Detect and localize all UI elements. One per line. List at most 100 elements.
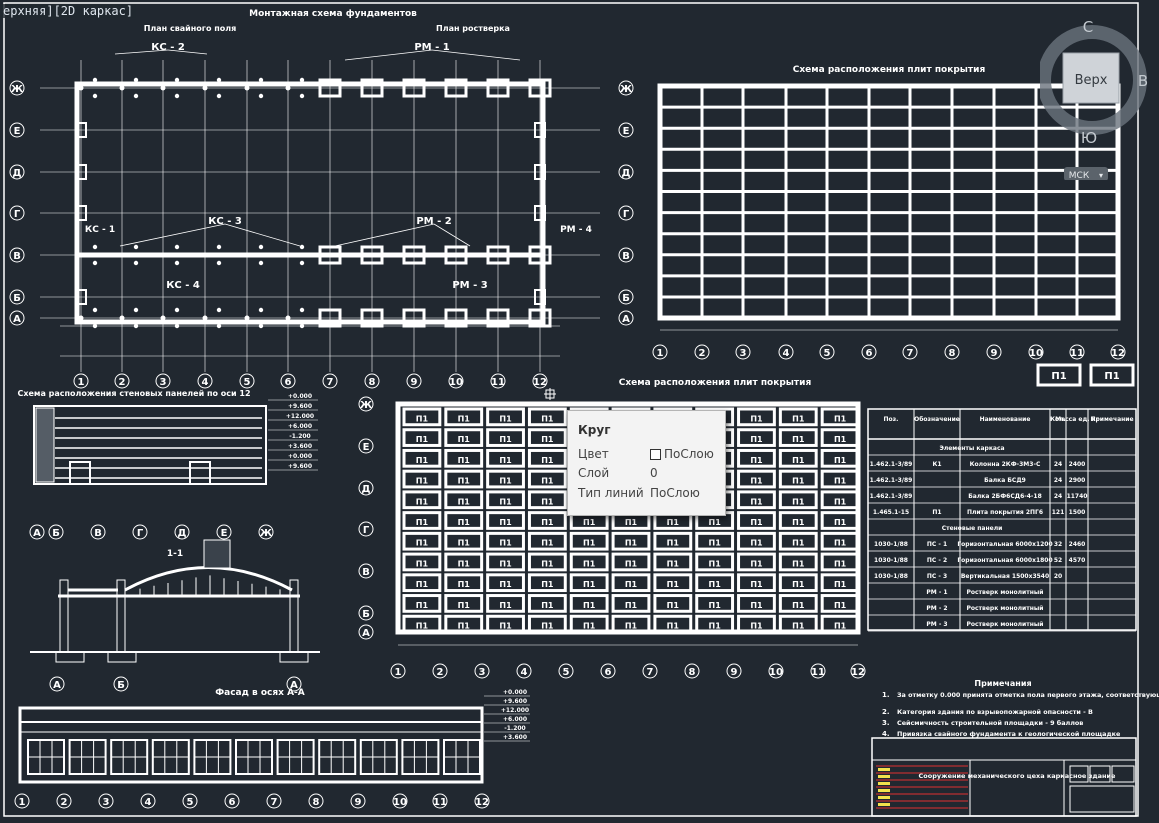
slab-panel xyxy=(527,511,567,530)
axis-label: Д xyxy=(13,168,22,179)
stamp-title: Сооружение механического цеха каркасное … xyxy=(919,772,1117,780)
slab-panel xyxy=(444,614,484,634)
axis-label: 5 xyxy=(187,797,194,808)
pile-dot xyxy=(299,260,305,266)
pile-dot xyxy=(133,77,139,83)
badge-frame xyxy=(1036,363,1082,387)
note-number: 3. xyxy=(882,719,890,727)
pile-dot xyxy=(174,260,180,266)
chevron-down-icon[interactable]: ▾ xyxy=(1099,171,1103,180)
viewcube[interactable]: Верх С Ю В З МСК ▾ xyxy=(1026,18,1159,181)
tooltip-title: Круг xyxy=(578,423,611,437)
axis-bubble-number xyxy=(735,344,751,360)
level-mark: -1.200 xyxy=(289,433,310,440)
slab-panel xyxy=(778,594,818,613)
wcs-menu[interactable] xyxy=(1064,167,1108,181)
slab-panel-label: П1 xyxy=(667,622,680,631)
viewcube-east[interactable]: В xyxy=(1138,72,1148,90)
axis-label: Ж xyxy=(360,400,373,411)
slab-panel-label: П1 xyxy=(583,622,596,631)
slab-panel xyxy=(820,490,860,510)
stamp-yellow-cell xyxy=(878,789,890,792)
axis-label: 5 xyxy=(824,348,831,359)
pile-dot xyxy=(92,77,98,83)
axis-bubble-number xyxy=(432,663,448,679)
axis-bubble-number xyxy=(390,663,406,679)
spec-header: Наименование xyxy=(980,416,1031,423)
slab-panel-label: П1 xyxy=(792,622,805,631)
axis-bubble-letter xyxy=(618,80,634,96)
slab-panel-label: П1 xyxy=(750,580,763,589)
slab-panel xyxy=(737,428,776,447)
title-block xyxy=(871,737,1137,817)
slab-panel xyxy=(402,407,442,427)
pile-dot xyxy=(244,252,250,258)
slab-panel xyxy=(569,531,609,551)
note-text: Сейсмичность строительной площадки - 9 б… xyxy=(897,719,1083,727)
spec-cell: 24 xyxy=(1054,461,1062,468)
axis-label: 7 xyxy=(327,377,334,388)
slab-panel-label: П1 xyxy=(541,580,554,589)
ks-label: КС - 1 xyxy=(85,225,115,235)
slab-panel-label: П1 xyxy=(499,497,512,506)
grillage-cap xyxy=(360,245,384,265)
slab-panel-label: П1 xyxy=(792,477,805,486)
cursor-pickbox xyxy=(545,389,555,399)
slab-panel xyxy=(569,614,609,634)
wall-brick-zone xyxy=(35,407,55,483)
pile-dot xyxy=(216,307,222,313)
spec-header: Примечание xyxy=(1090,416,1133,423)
viewport-controls-label[interactable]: ерхняя][2D каркас] xyxy=(0,4,137,18)
slab-panel-label: П1 xyxy=(834,580,847,589)
axis-label: Ж xyxy=(11,84,24,95)
slab-panel-label: П1 xyxy=(541,559,554,568)
axis-label: Б xyxy=(52,528,60,539)
slab-panel-label: П1 xyxy=(792,435,805,444)
slab-panel-label: П1 xyxy=(792,497,805,506)
viewcube-north[interactable]: С xyxy=(1083,18,1093,36)
pile-dot xyxy=(174,307,180,313)
pile-dot xyxy=(133,260,139,266)
viewcube-top-label[interactable]: Верх xyxy=(1075,73,1108,88)
axis-label: 12 xyxy=(1111,348,1125,359)
spec-cell: 32 xyxy=(1054,541,1062,548)
axis-label: Д xyxy=(362,484,371,495)
pile-dot xyxy=(216,93,222,99)
slab-panel-label: П1 xyxy=(499,414,512,423)
slab-panel-label: П1 xyxy=(834,414,847,423)
pile-dot xyxy=(119,85,125,91)
axis-label: Г xyxy=(14,209,21,220)
rm-label: РМ - 1 xyxy=(414,42,449,53)
pile-dot xyxy=(258,307,264,313)
axis-bubble-letter xyxy=(618,205,634,221)
viewcube-ring[interactable] xyxy=(1037,25,1147,135)
spec-cell: 1030-1/88 xyxy=(874,557,908,564)
spec-cell: РМ - 3 xyxy=(926,621,947,628)
axis-bubble xyxy=(49,676,65,692)
slab-panel xyxy=(778,407,818,427)
axis-label: А xyxy=(53,680,61,691)
axis-bubble-number xyxy=(684,663,700,679)
slab-panel xyxy=(486,594,525,613)
slab-panel-label: П1 xyxy=(416,497,429,506)
viewcube-face-top[interactable] xyxy=(1062,52,1120,104)
axis-label: 4 xyxy=(783,348,790,359)
slab-panel xyxy=(737,614,776,634)
axis-bubble-letter xyxy=(618,289,634,305)
viewcube-south[interactable]: Ю xyxy=(1081,129,1097,147)
axis-bubble-letter xyxy=(618,247,634,263)
slab-panel-label: П1 xyxy=(750,477,763,486)
axis-label: 3 xyxy=(740,348,747,359)
axis-bubble-number xyxy=(392,793,408,809)
slab-panel-label: П1 xyxy=(625,518,638,527)
spec-cell: РМ - 1 xyxy=(926,589,947,596)
slab-panel xyxy=(820,469,860,489)
slab-panel xyxy=(444,573,484,593)
pile-dot xyxy=(244,315,250,321)
slab-panel xyxy=(527,448,567,468)
slab-panel-label: П1 xyxy=(458,601,471,610)
spec-cell: Колонна 2КФ-3М3-С xyxy=(970,461,1041,468)
axis-bubble-number xyxy=(155,373,171,389)
slab-panel xyxy=(820,428,860,447)
axis-bubble-number xyxy=(182,793,198,809)
